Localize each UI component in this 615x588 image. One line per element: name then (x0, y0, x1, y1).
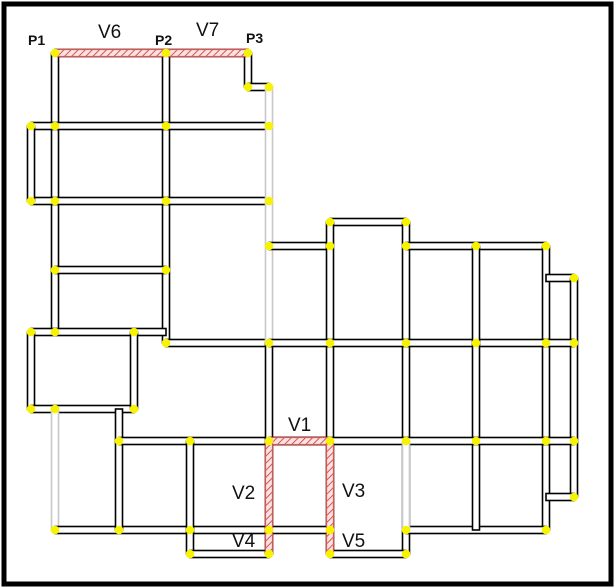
column-node (264, 196, 274, 206)
wall-segment (50, 52, 60, 333)
wall-segment (569, 277, 579, 498)
wall-segment (185, 440, 195, 555)
column-node (50, 265, 60, 275)
column-node (114, 525, 124, 535)
column-node (50, 48, 60, 58)
column-node (114, 436, 124, 446)
column-node (50, 525, 60, 535)
column-node (243, 48, 253, 58)
label-p3: P3 (246, 30, 263, 46)
wall-segment (114, 408, 124, 531)
wall-segment (268, 525, 331, 535)
label-v5: V5 (342, 531, 365, 552)
label-v6: V6 (98, 22, 121, 43)
wall-segment (189, 549, 270, 559)
column-node (50, 404, 60, 414)
label-p2: P2 (155, 32, 172, 48)
wall-segment (243, 52, 253, 88)
column-node (471, 241, 481, 251)
column-node (401, 436, 411, 446)
column-node (325, 525, 335, 535)
column-node (401, 525, 411, 535)
column-node (401, 241, 411, 251)
column-node (26, 196, 36, 206)
wall-segment (50, 408, 60, 531)
column-node (541, 338, 551, 348)
column-node (325, 241, 335, 251)
beam-v7 (165, 48, 249, 58)
column-node (569, 436, 579, 446)
column-node (264, 121, 274, 131)
column-node (26, 327, 36, 337)
wall-segment (541, 245, 551, 531)
column-node (185, 525, 195, 535)
column-node (471, 436, 481, 446)
column-node (325, 436, 335, 446)
column-node (401, 338, 411, 348)
column-node (161, 265, 171, 275)
column-node (26, 404, 36, 414)
label-p1: P1 (28, 32, 45, 48)
column-node (50, 121, 60, 131)
column-node (541, 525, 551, 535)
column-node (401, 217, 411, 227)
beam-v1 (268, 436, 331, 446)
column-node (264, 338, 274, 348)
wall-layer (26, 48, 579, 559)
label-v4: V4 (232, 531, 256, 552)
wall-segment (401, 440, 411, 531)
column-node (569, 492, 579, 502)
wall-segment (129, 331, 139, 410)
column-node (161, 121, 171, 131)
wall-segment (165, 338, 270, 348)
column-nodes-layer (26, 48, 579, 559)
column-node (185, 436, 195, 446)
column-node (569, 273, 579, 283)
column-node (129, 327, 139, 337)
wall-segment (30, 196, 270, 206)
column-node (569, 338, 579, 348)
wall-segment (26, 125, 36, 202)
column-node (264, 549, 274, 559)
column-node (50, 327, 60, 337)
wall-segment (268, 241, 331, 251)
column-node (264, 525, 274, 535)
column-node (471, 338, 481, 348)
column-node (325, 549, 335, 559)
column-node (264, 82, 274, 92)
column-node (161, 196, 171, 206)
column-node (264, 241, 274, 251)
column-node (161, 338, 171, 348)
wall-segment (471, 245, 481, 531)
wall-segment (26, 331, 36, 410)
column-node (26, 121, 36, 131)
column-node (185, 549, 195, 559)
column-node (401, 549, 411, 559)
beam-v6 (54, 48, 167, 58)
wall-segment (268, 338, 575, 348)
column-node (243, 82, 253, 92)
wall-segment (329, 217, 407, 227)
wall-segment (54, 265, 167, 275)
column-node (264, 436, 274, 446)
column-node (541, 436, 551, 446)
column-node (325, 338, 335, 348)
label-v3: V3 (342, 481, 365, 502)
column-node (325, 217, 335, 227)
wall-segment (30, 121, 270, 131)
label-v7: V7 (196, 20, 219, 41)
column-node (50, 196, 60, 206)
label-v1: V1 (288, 415, 311, 436)
column-node (161, 48, 171, 58)
column-node (129, 404, 139, 414)
beam-v2 (264, 440, 274, 531)
beam-v3 (325, 440, 335, 531)
label-v2: V2 (232, 483, 255, 504)
column-node (541, 241, 551, 251)
